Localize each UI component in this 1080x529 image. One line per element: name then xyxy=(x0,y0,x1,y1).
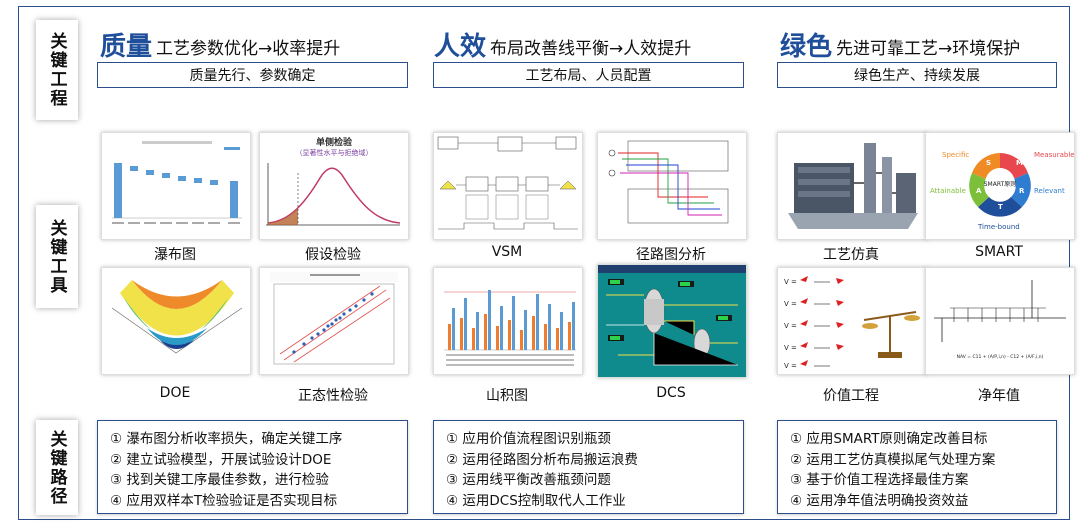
path-box-quality: ① 瀑布图分析收率损失，确定关键工序 ② 建立试验模型，开展试验设计DOE ③ … xyxy=(97,420,408,514)
vsm-map-icon xyxy=(433,132,583,240)
tool-name-waterfall: 瀑布图 xyxy=(154,247,196,263)
route-diagram-icon xyxy=(597,132,747,240)
tool-name-smart: SMART xyxy=(975,244,1023,260)
path-item: ① 瀑布图分析收率损失，确定关键工序 xyxy=(110,431,343,447)
svg-text:V =: V = xyxy=(784,300,797,308)
smart-center-text: SMART原则 xyxy=(984,180,1017,188)
row-label-tools: 关键工具 xyxy=(36,205,78,308)
svg-text:V =: V = xyxy=(784,322,797,330)
smart-label-attainable: Attainable xyxy=(930,187,966,195)
path-item: ③ 基于价值工程选择最佳方案 xyxy=(790,472,969,488)
smart-letter-t: T xyxy=(998,203,1003,211)
main-frame xyxy=(18,6,1070,520)
subtitle-quality: 质量先行、参数确定 xyxy=(97,62,408,88)
smart-label-measurable: Measurable xyxy=(1034,151,1074,159)
smart-letter-r: R xyxy=(1019,187,1025,195)
smart-label-relevant: Relevant xyxy=(1034,187,1065,195)
smart-label-specific: Specific xyxy=(942,151,969,159)
nav-formula: NAV = C11 + (A/P,i,n) - C12 + (A/F,i,n) xyxy=(957,354,1044,360)
hypothesis-test-icon: 单侧检验 （显著性水平与拒绝域） xyxy=(259,132,409,240)
path-item: ① 应用SMART原则确定改善目标 xyxy=(790,431,988,447)
tool-name-dcs: DCS xyxy=(656,385,686,401)
svg-text:V =: V = xyxy=(784,344,797,352)
waterfall-chart-icon xyxy=(101,132,251,240)
tool-name-nav: 净年值 xyxy=(978,388,1020,404)
path-item: ④ 运用DCS控制取代人工作业 xyxy=(446,492,626,509)
path-item: ② 建立试验模型，开展试验设计DOE xyxy=(110,451,332,468)
tool-name-route: 径路图分析 xyxy=(636,247,706,263)
smart-letter-a: A xyxy=(976,187,982,195)
column-title-efficiency: 人效布局改善线平衡→人效提升 xyxy=(434,32,692,62)
tool-name-hypothesis: 假设检验 xyxy=(305,247,361,263)
path-item: ③ 找到关键工序最佳参数，进行检验 xyxy=(110,472,329,488)
yamazumi-chart-icon xyxy=(433,267,583,375)
column-title-green: 绿色先进可靠工艺→环境保护 xyxy=(780,32,1021,62)
row-label-paths: 关键路径 xyxy=(36,420,78,515)
doe-surface-icon xyxy=(101,267,251,375)
smart-label-time-bound: Time-bound xyxy=(977,223,1020,231)
path-item: ① 应用价值流程图识别瓶颈 xyxy=(446,431,611,447)
net-annual-value-icon: NAV = C11 + (A/P,i,n) - C12 + (A/F,i,n) xyxy=(925,267,1075,375)
hypothesis-test-title: 单侧检验 xyxy=(316,136,353,148)
subtitle-efficiency: 工艺布局、人员配置 xyxy=(433,62,744,88)
tool-name-value-engineering: 价值工程 xyxy=(823,388,879,404)
svg-text:V =: V = xyxy=(784,362,797,370)
path-item: ④ 应用双样本T检验验证是否实现目标 xyxy=(110,492,338,509)
process-simulation-icon xyxy=(777,132,927,240)
path-item: ② 运用工艺仿真模拟尾气处理方案 xyxy=(790,451,996,468)
path-item: ② 运用径路图分析布局搬运浪费 xyxy=(446,451,638,468)
normality-plot-icon xyxy=(259,267,409,375)
column-title-quality: 质量工艺参数优化→收率提升 xyxy=(100,32,341,62)
smart-letter-s: S xyxy=(986,159,991,167)
dcs-screen-icon xyxy=(597,264,747,378)
path-item: ③ 运用线平衡改善瓶颈问题 xyxy=(446,472,611,488)
value-engineering-icon: V = V = V = V = V = xyxy=(777,267,927,375)
tool-name-yamazumi: 山积图 xyxy=(486,388,528,404)
tool-name-simulation: 工艺仿真 xyxy=(823,247,879,263)
path-item: ④ 运用净年值法明确投资效益 xyxy=(790,492,969,509)
tool-name-vsm: VSM xyxy=(491,244,523,260)
smart-wheel-icon: SMART原则 S M A R T Specific Measurable At… xyxy=(925,132,1075,240)
hypothesis-test-subtitle: （显著性水平与拒绝域） xyxy=(296,148,373,157)
path-box-green: ① 应用SMART原则确定改善目标 ② 运用工艺仿真模拟尾气处理方案 ③ 基于价… xyxy=(777,420,1057,514)
path-box-efficiency: ① 应用价值流程图识别瓶颈 ② 运用径路图分析布局搬运浪费 ③ 运用线平衡改善瓶… xyxy=(433,420,744,514)
row-label-engineering: 关键工程 xyxy=(36,20,78,120)
tool-name-normality: 正态性检验 xyxy=(298,388,368,404)
tool-name-doe: DOE xyxy=(159,385,191,401)
smart-letter-m: M xyxy=(1016,159,1023,167)
subtitle-green: 绿色生产、持续发展 xyxy=(777,62,1057,88)
svg-text:V =: V = xyxy=(784,278,797,286)
